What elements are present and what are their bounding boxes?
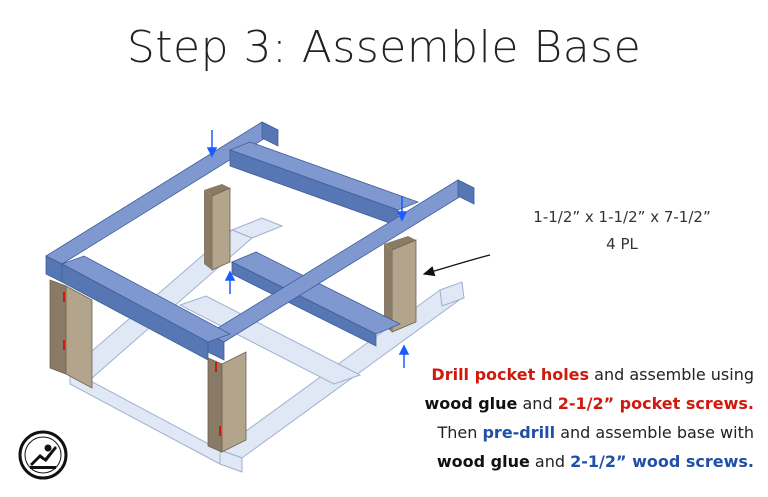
note-text: and	[529, 452, 571, 471]
middle-stretcher	[231, 251, 401, 347]
pocket-hole-markers	[63, 292, 221, 436]
page-title: Step 3: Assemble Base	[126, 22, 642, 73]
dimension-quantity: 4 PL	[606, 235, 638, 253]
leg-front-left	[49, 279, 93, 389]
note-text: and	[517, 394, 558, 413]
ghost-rail-end	[439, 281, 465, 307]
ghost-stretcher	[178, 295, 362, 385]
note-emphasis: 2-1/2” wood screws.	[570, 452, 754, 471]
dimension-size: 1-1/2” x 1-1/2” x 7-1/2”	[533, 208, 711, 226]
screw-arrow-down-icon	[206, 130, 218, 158]
dimension-leader-arrow	[422, 254, 491, 277]
note-emphasis: 2-1/2” pocket screws.	[557, 394, 754, 413]
note-emphasis: wood glue	[436, 452, 530, 471]
note-emphasis: pre-drill	[482, 423, 556, 442]
note-text: and assemble base with	[555, 423, 754, 442]
leg-front-right	[207, 351, 247, 453]
screw-markers	[206, 130, 410, 368]
dimension-label: 1-1/2” x 1-1/2” x 7-1/2” 4 PL	[472, 204, 768, 258]
note-emphasis: Drill pocket holes	[431, 365, 590, 384]
note-text: Then	[437, 423, 483, 442]
note-line-2: wood glue and 2-1/2” pocket screws.	[424, 389, 754, 418]
note-emphasis: wood glue	[424, 394, 518, 413]
leg-back-right	[384, 236, 417, 333]
top-rail-back	[228, 141, 420, 227]
ghost-rail-front	[69, 369, 221, 465]
screw-arrow-up-icon	[224, 270, 236, 294]
instruction-notes: Drill pocket holes and assemble using wo…	[424, 360, 754, 476]
leg-back-left	[204, 184, 231, 271]
note-line-3: Then pre-drill and assemble base with	[424, 418, 754, 447]
note-line-1: Drill pocket holes and assemble using	[424, 360, 754, 389]
note-line-4: wood glue and 2-1/2” wood screws.	[424, 447, 754, 476]
top-rail-left	[45, 121, 279, 283]
screw-arrow-down-icon	[396, 196, 408, 222]
note-text: and assemble using	[589, 365, 754, 384]
woodworker-logo-icon	[18, 430, 68, 480]
screw-arrow-up-icon	[398, 344, 410, 368]
